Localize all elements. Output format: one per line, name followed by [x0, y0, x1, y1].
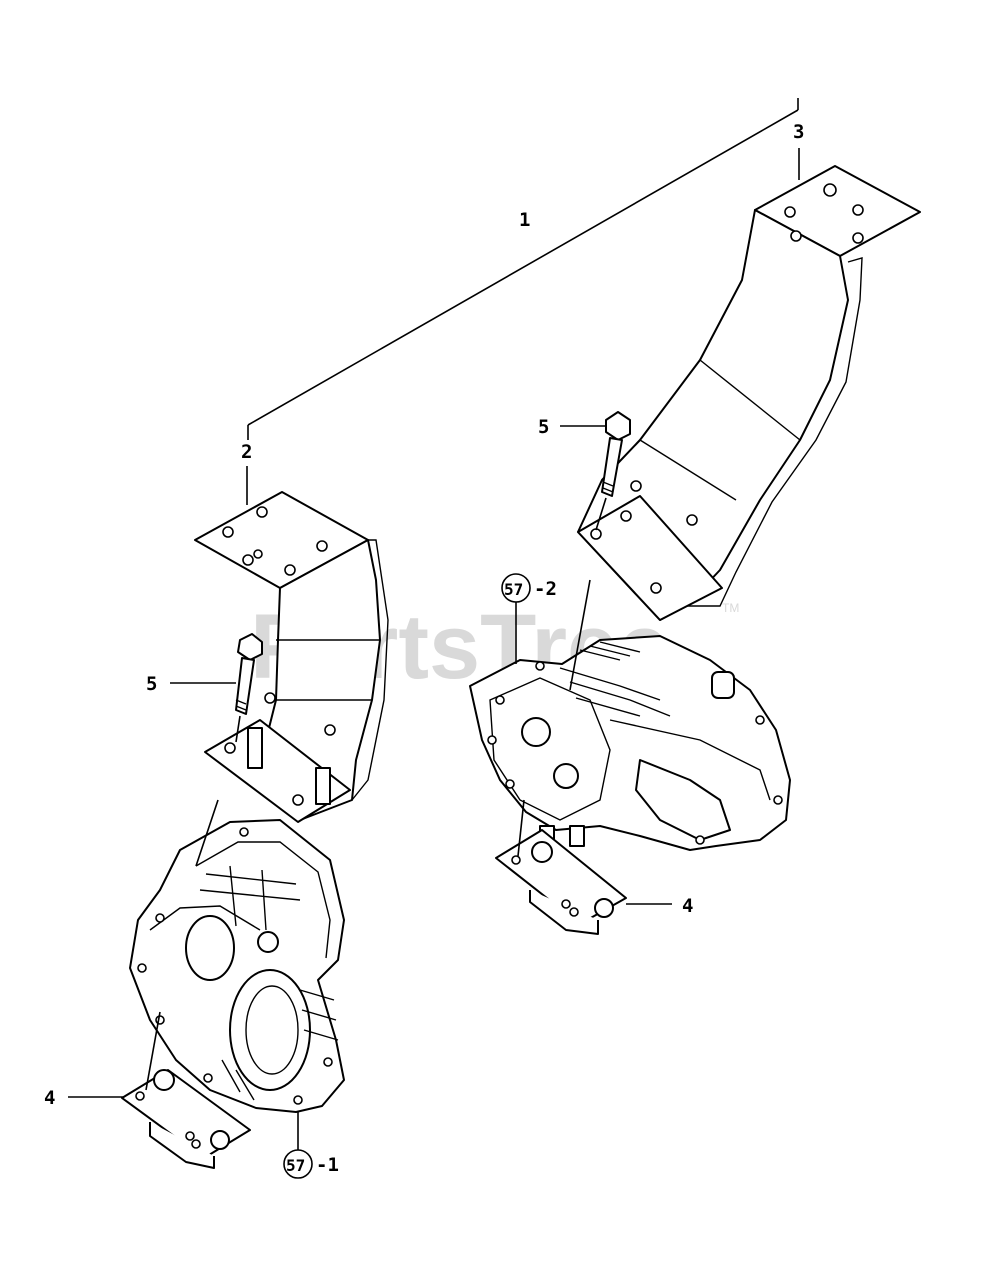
right-gearbox-housing[interactable]: [469, 635, 791, 851]
callout-5-left[interactable]: 5: [146, 673, 236, 695]
watermark-trademark: TM: [722, 601, 739, 615]
callout-5-right[interactable]: 5: [538, 416, 606, 438]
callout-4-right[interactable]: 4: [626, 895, 693, 917]
bolt-right[interactable]: [595, 411, 631, 531]
callout-2-label: 2: [241, 441, 252, 463]
callout-57-1[interactable]: 57 -1: [283, 1112, 339, 1179]
callout-4-right-label: 4: [682, 895, 693, 917]
left-gearbox-housing[interactable]: [129, 819, 345, 1113]
callout-3-label: 3: [793, 121, 804, 143]
callout-5-right-label: 5: [538, 416, 549, 438]
leader-housing-to-left-pad: [145, 1011, 161, 1091]
right-mount-pad[interactable]: [495, 829, 627, 935]
leader-right-bracket-to-housing: [569, 579, 591, 691]
callout-1[interactable]: 1: [247, 98, 799, 440]
callout-57-2[interactable]: 57 -2: [501, 573, 557, 664]
leader-left-bracket-to-housing: [195, 799, 219, 867]
left-mounting-bracket[interactable]: [194, 491, 389, 823]
callout-57-1-suffix: -1: [316, 1154, 339, 1176]
callout-1-label: 1: [519, 209, 530, 231]
callout-2[interactable]: 2: [241, 441, 252, 505]
callout-57-2-number: 57: [504, 580, 523, 599]
callout-57-1-number: 57: [286, 1156, 305, 1175]
callout-5-left-label: 5: [146, 673, 157, 695]
callout-4-left-label: 4: [44, 1087, 55, 1109]
callout-57-2-suffix: -2: [534, 578, 557, 600]
right-mounting-bracket[interactable]: [577, 165, 921, 621]
left-mount-pad[interactable]: [121, 1069, 251, 1169]
leader-housing-to-right-pad: [517, 799, 525, 857]
bolt-left[interactable]: [235, 633, 263, 743]
callout-4-left[interactable]: 4: [44, 1087, 124, 1109]
callout-3[interactable]: 3: [793, 121, 804, 180]
